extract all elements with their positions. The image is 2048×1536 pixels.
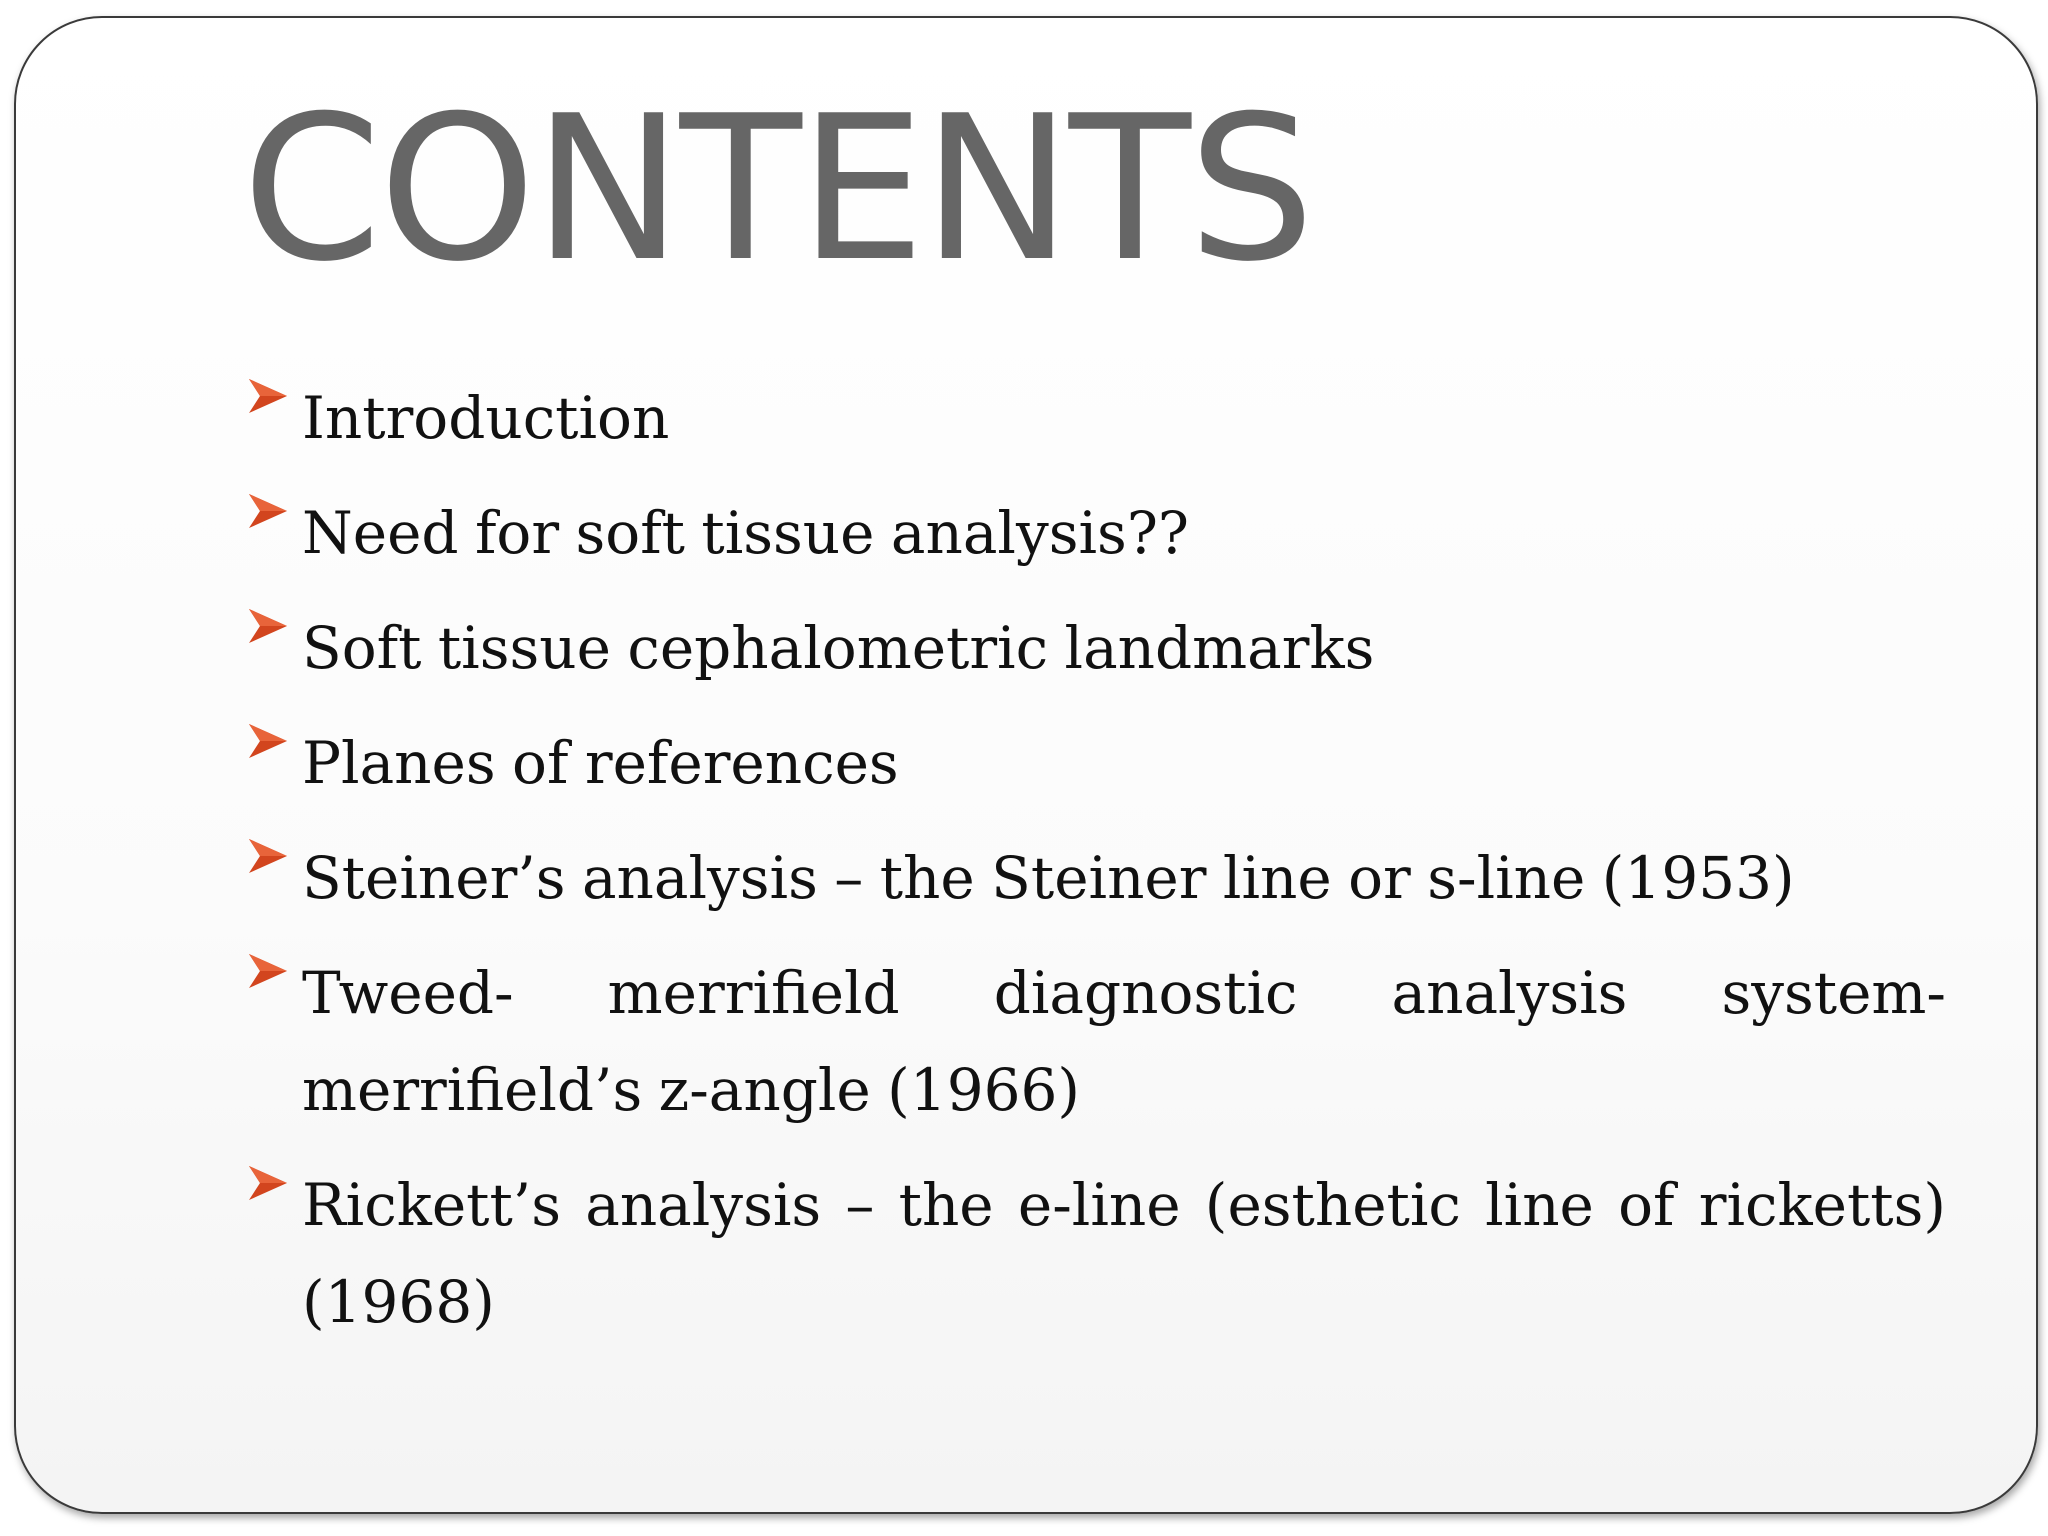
arrowhead-bullet-icon — [249, 839, 287, 873]
list-item: Need for soft tissue analysis?? — [246, 485, 1946, 582]
arrowhead-bullet-icon — [249, 494, 287, 528]
arrowhead-bullet-icon — [249, 724, 287, 758]
list-item: Planes of references — [246, 715, 1946, 812]
list-item: Rickett’s analysis – the e-line (estheti… — [246, 1157, 1946, 1351]
list-item-text: Planes of references — [302, 729, 899, 797]
arrowhead-bullet-icon — [249, 609, 287, 643]
list-item: Introduction — [246, 370, 1946, 467]
list-item: Soft tissue cephalometric landmarks — [246, 600, 1946, 697]
list-item-text: Soft tissue cephalometric landmarks — [302, 614, 1375, 682]
arrowhead-bullet-icon — [249, 1166, 287, 1200]
arrowhead-bullet-icon — [249, 954, 287, 988]
list-item: Steiner’s analysis – the Steiner line or… — [246, 830, 1946, 927]
slide-title: CONTENTS — [242, 73, 1315, 306]
list-item-text: Tweed- merrifield diagnostic analysis sy… — [302, 959, 1946, 1124]
list-item: Tweed- merrifield diagnostic analysis sy… — [246, 945, 1946, 1139]
list-item-text: Rickett’s analysis – the e-line (estheti… — [302, 1171, 1946, 1336]
bullet-list: Introduction Need for soft tissue analys… — [246, 370, 1946, 1369]
arrowhead-bullet-icon — [249, 379, 287, 413]
slide-frame: CONTENTS Introduction Need for soft tiss… — [14, 16, 2038, 1514]
list-item-text: Need for soft tissue analysis?? — [302, 499, 1190, 567]
list-item-text: Introduction — [302, 384, 670, 452]
list-item-text: Steiner’s analysis – the Steiner line or… — [302, 844, 1795, 912]
